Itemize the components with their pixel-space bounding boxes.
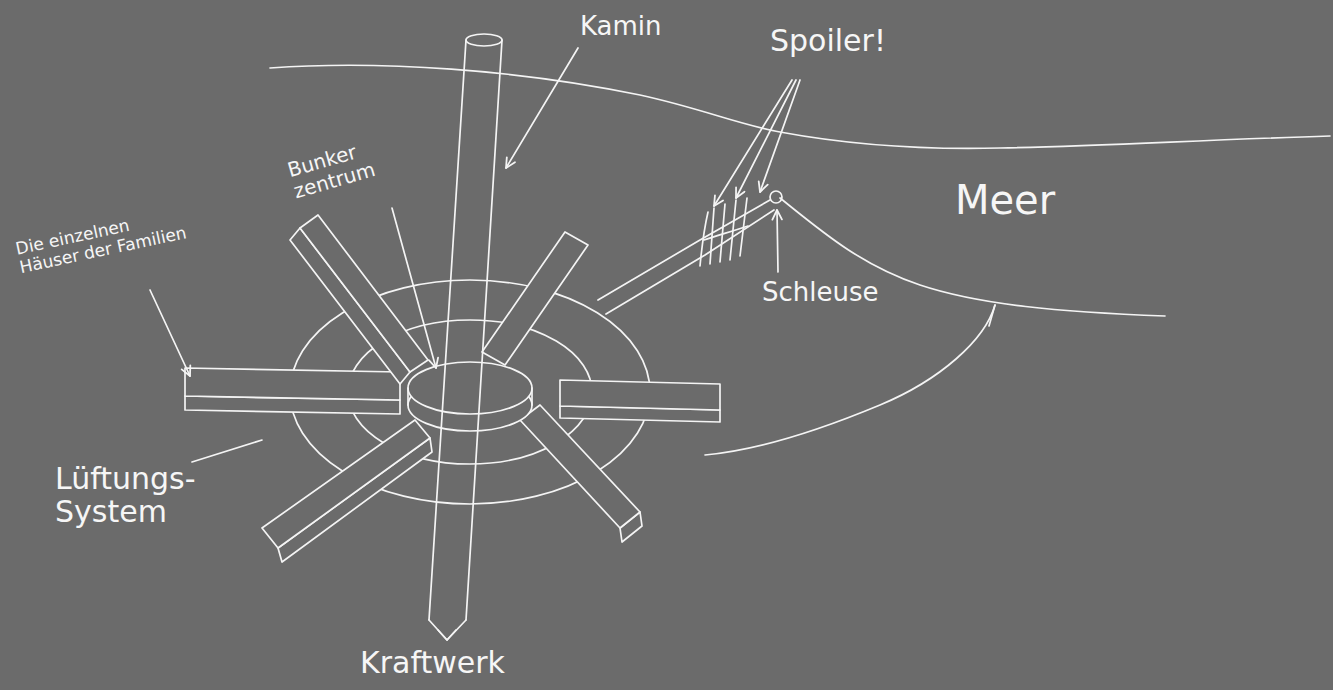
lock-label: Schleuse	[762, 278, 879, 307]
houses-label: Die einzelnen Häuser der Familien	[14, 203, 198, 277]
chimney-label: Kamin	[580, 12, 662, 41]
family-houses	[185, 215, 720, 562]
power-plant-label: Kraftwerk	[360, 646, 505, 679]
bunker-centre	[408, 362, 532, 431]
chimney	[429, 34, 502, 640]
ventilation-label: Lüftungs- System	[55, 462, 205, 528]
spoiler-scribble	[700, 198, 748, 266]
leader-lines	[150, 48, 800, 462]
spoiler-label: Spoiler!	[770, 24, 886, 57]
sea-outline	[270, 65, 1330, 455]
bunker-label: Bunker zentrum	[285, 130, 403, 203]
tunnel	[598, 200, 774, 314]
lock-symbol	[770, 191, 782, 203]
sea-label: Meer	[955, 178, 1055, 222]
